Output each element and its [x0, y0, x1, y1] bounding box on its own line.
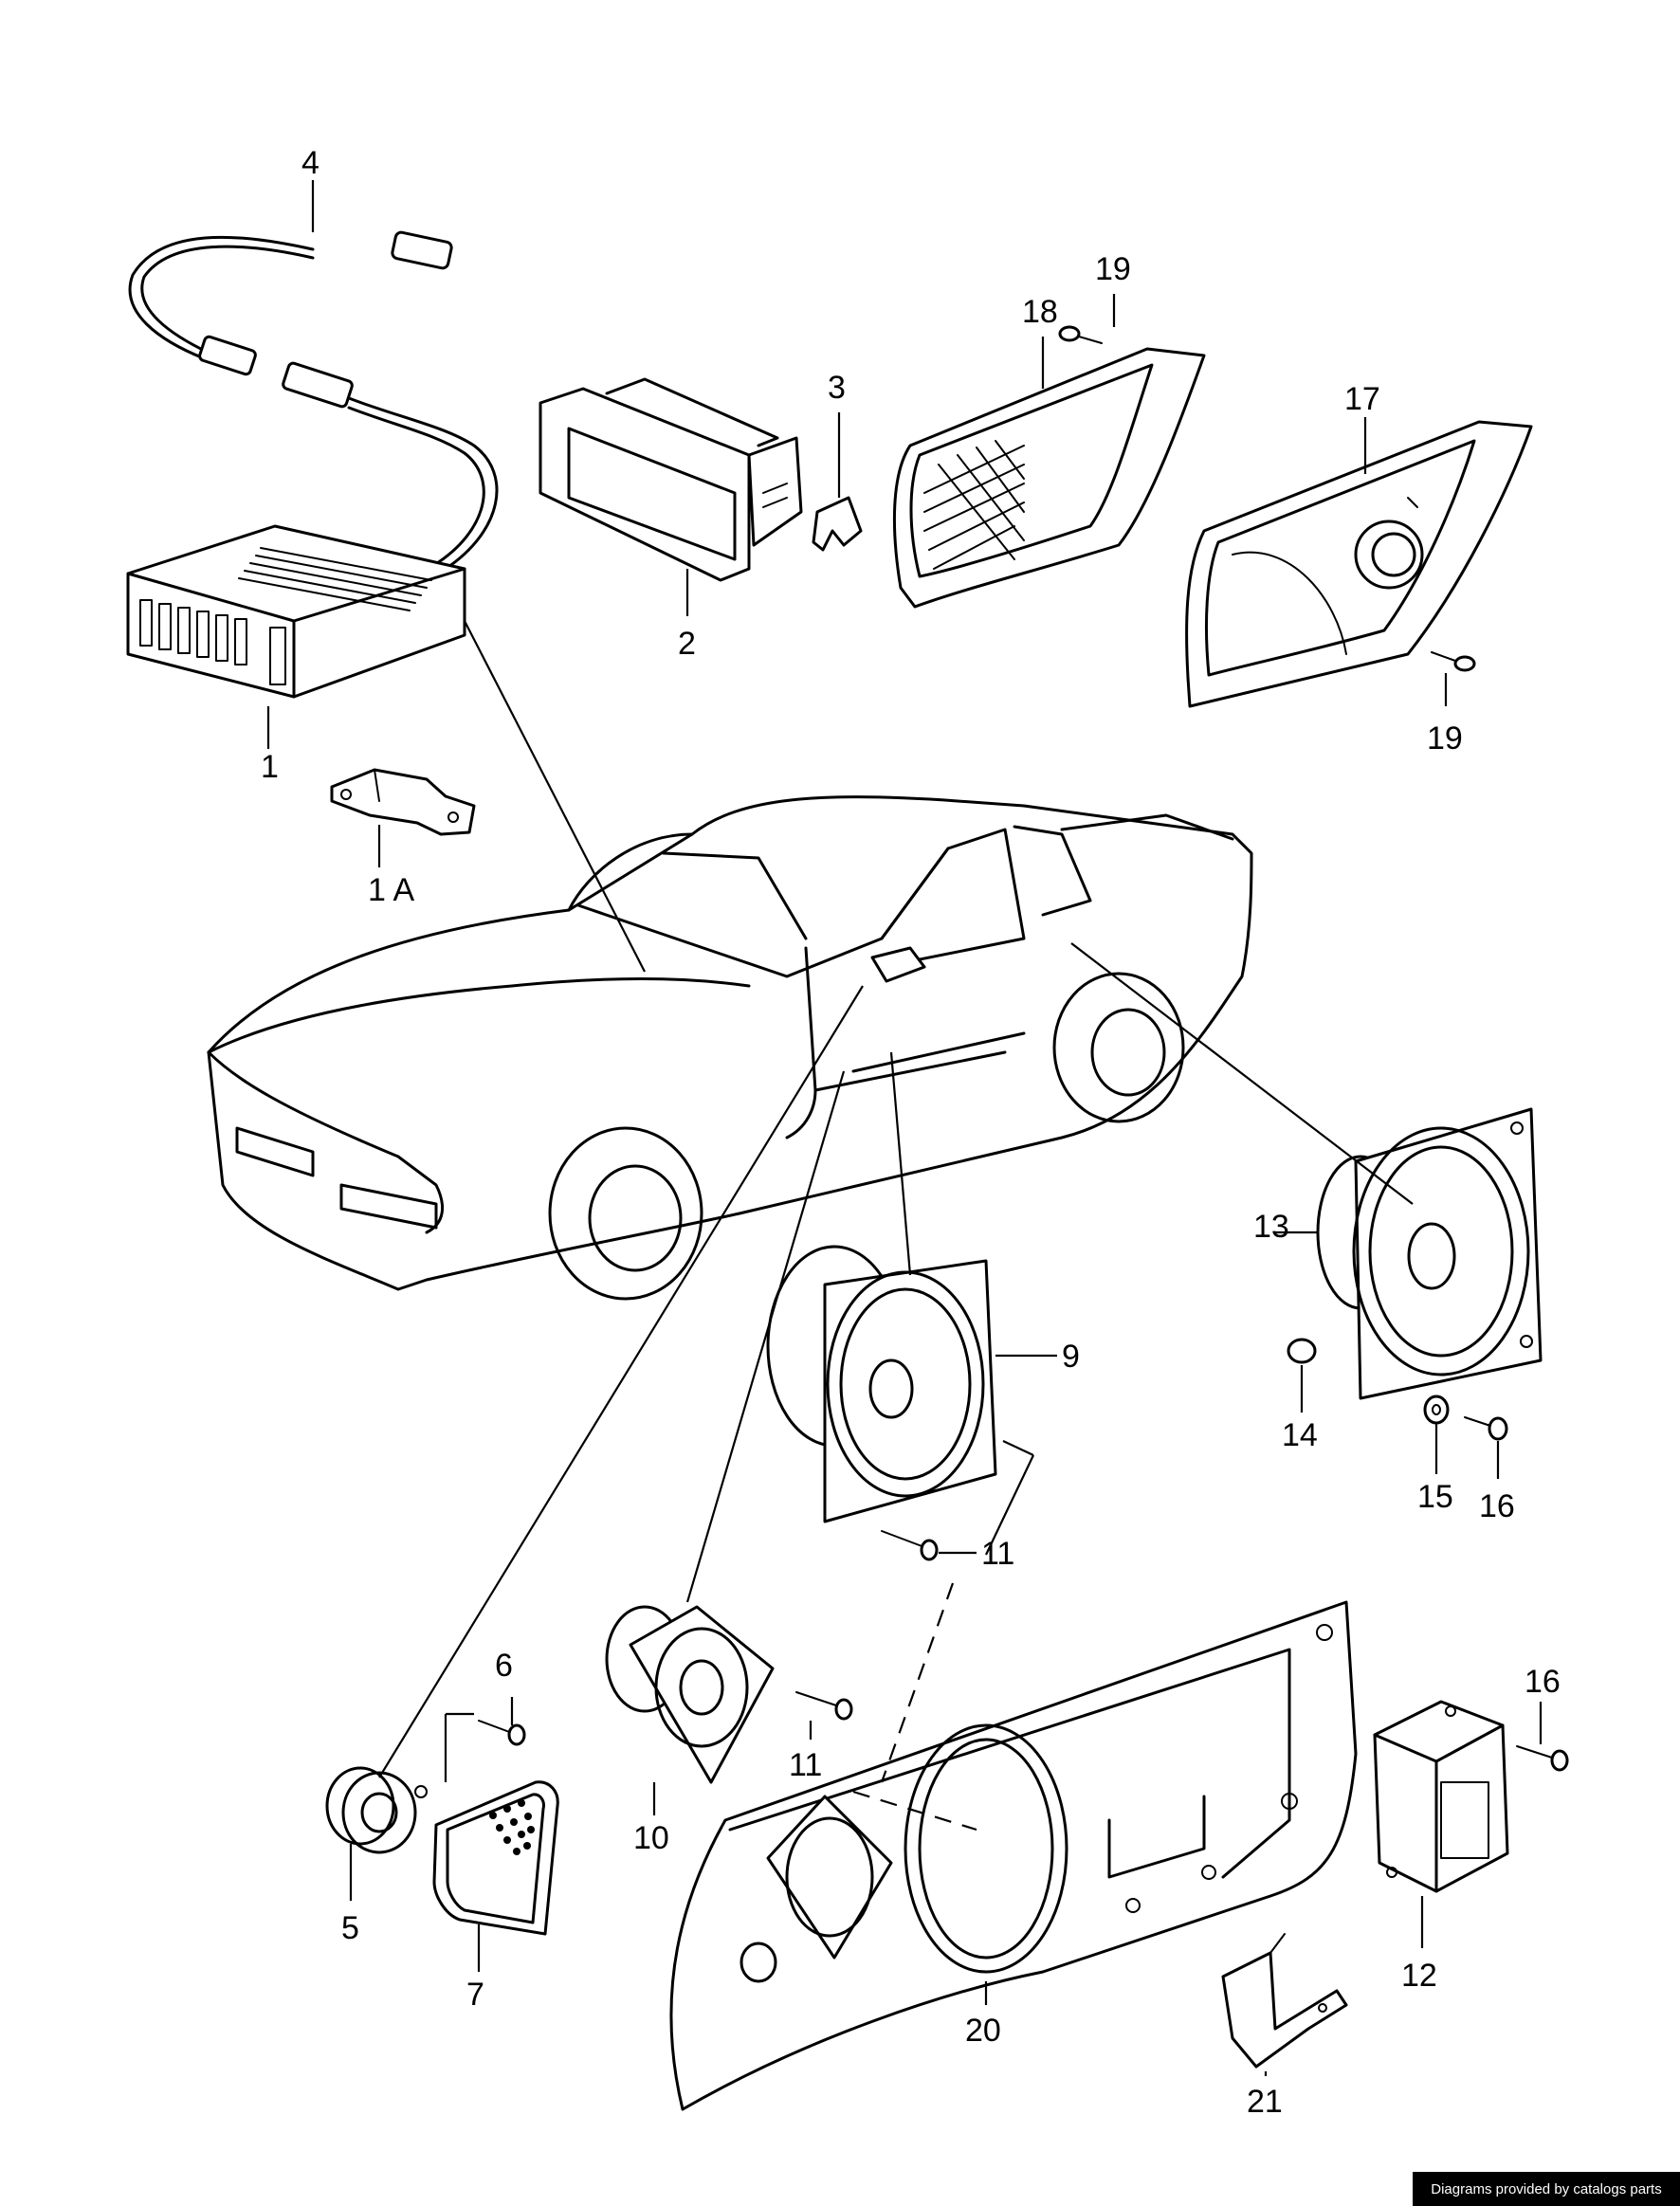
speaker-part-9[interactable]: [766, 1245, 997, 1523]
speaker-housing-part-17[interactable]: [1185, 420, 1533, 708]
screw-part-6[interactable]: [478, 1720, 526, 1746]
label-part-10: 10: [633, 1820, 669, 1856]
bracket-part-21[interactable]: [1221, 1933, 1348, 2069]
tweeter-part-10[interactable]: [605, 1605, 775, 1784]
clip-part-3[interactable]: [812, 496, 863, 552]
bracket-part-1a[interactable]: [330, 768, 476, 836]
speaker-part-13[interactable]: [1316, 1107, 1543, 1400]
label-part-2: 2: [678, 626, 696, 662]
label-part-5: 5: [341, 1910, 359, 1946]
label-part-3: 3: [828, 370, 846, 406]
screw-part-11-lower[interactable]: [795, 1691, 853, 1721]
door-panel-part-20[interactable]: [669, 1600, 1358, 2111]
screw-part-16-bottom[interactable]: [1516, 1745, 1569, 1772]
label-part-17: 17: [1344, 381, 1380, 417]
washer-part-15[interactable]: [1423, 1395, 1450, 1425]
antenna-cable-part-4[interactable]: [128, 230, 499, 571]
screw-part-16-top[interactable]: [1464, 1416, 1508, 1441]
mounting-frame-part-2[interactable]: [539, 377, 803, 582]
screw-part-19-bottom[interactable]: [1431, 651, 1476, 672]
label-part-18: 18: [1022, 294, 1058, 330]
label-part-19-bottom: 19: [1427, 720, 1463, 757]
label-part-16-bottom: 16: [1525, 1664, 1561, 1700]
label-part-21: 21: [1247, 2084, 1283, 2120]
label-part-12: 12: [1401, 1958, 1437, 1994]
label-part-1a: 1 A: [368, 872, 414, 908]
screw-part-11-upper[interactable]: [881, 1530, 939, 1561]
nut-part-14[interactable]: [1287, 1338, 1317, 1364]
radio-unit-part-1[interactable]: [126, 524, 466, 699]
label-part-14: 14: [1282, 1417, 1318, 1453]
label-part-4: 4: [301, 145, 320, 181]
label-part-6: 6: [495, 1648, 513, 1684]
speaker-grille-part-18[interactable]: [892, 347, 1206, 609]
screw-part-19-top[interactable]: [1058, 325, 1103, 344]
car-body: [207, 795, 1253, 1301]
control-module-part-12[interactable]: [1373, 1700, 1509, 1893]
label-part-16-top: 16: [1479, 1488, 1515, 1524]
label-part-9: 9: [1062, 1339, 1080, 1375]
tweeter-part-5[interactable]: [325, 1766, 428, 1854]
label-part-7: 7: [466, 1977, 484, 2013]
label-part-15: 15: [1417, 1479, 1453, 1515]
label-part-1: 1: [261, 749, 279, 785]
label-part-11-lower: 11: [789, 1747, 822, 1783]
label-part-11-upper: 11: [981, 1536, 1014, 1572]
credit-banner: Diagrams provided by catalogs parts: [1413, 2172, 1680, 2206]
label-part-20: 20: [965, 2013, 1001, 2049]
part-labels: 4 1 1 A 2 3 18 19 17 19 13 9 14 15 16 11…: [261, 145, 1561, 2120]
grille-part-7[interactable]: [432, 1780, 559, 1936]
label-part-13: 13: [1253, 1209, 1289, 1245]
leader-lines: [266, 180, 1543, 2076]
label-part-19-top: 19: [1095, 251, 1131, 287]
